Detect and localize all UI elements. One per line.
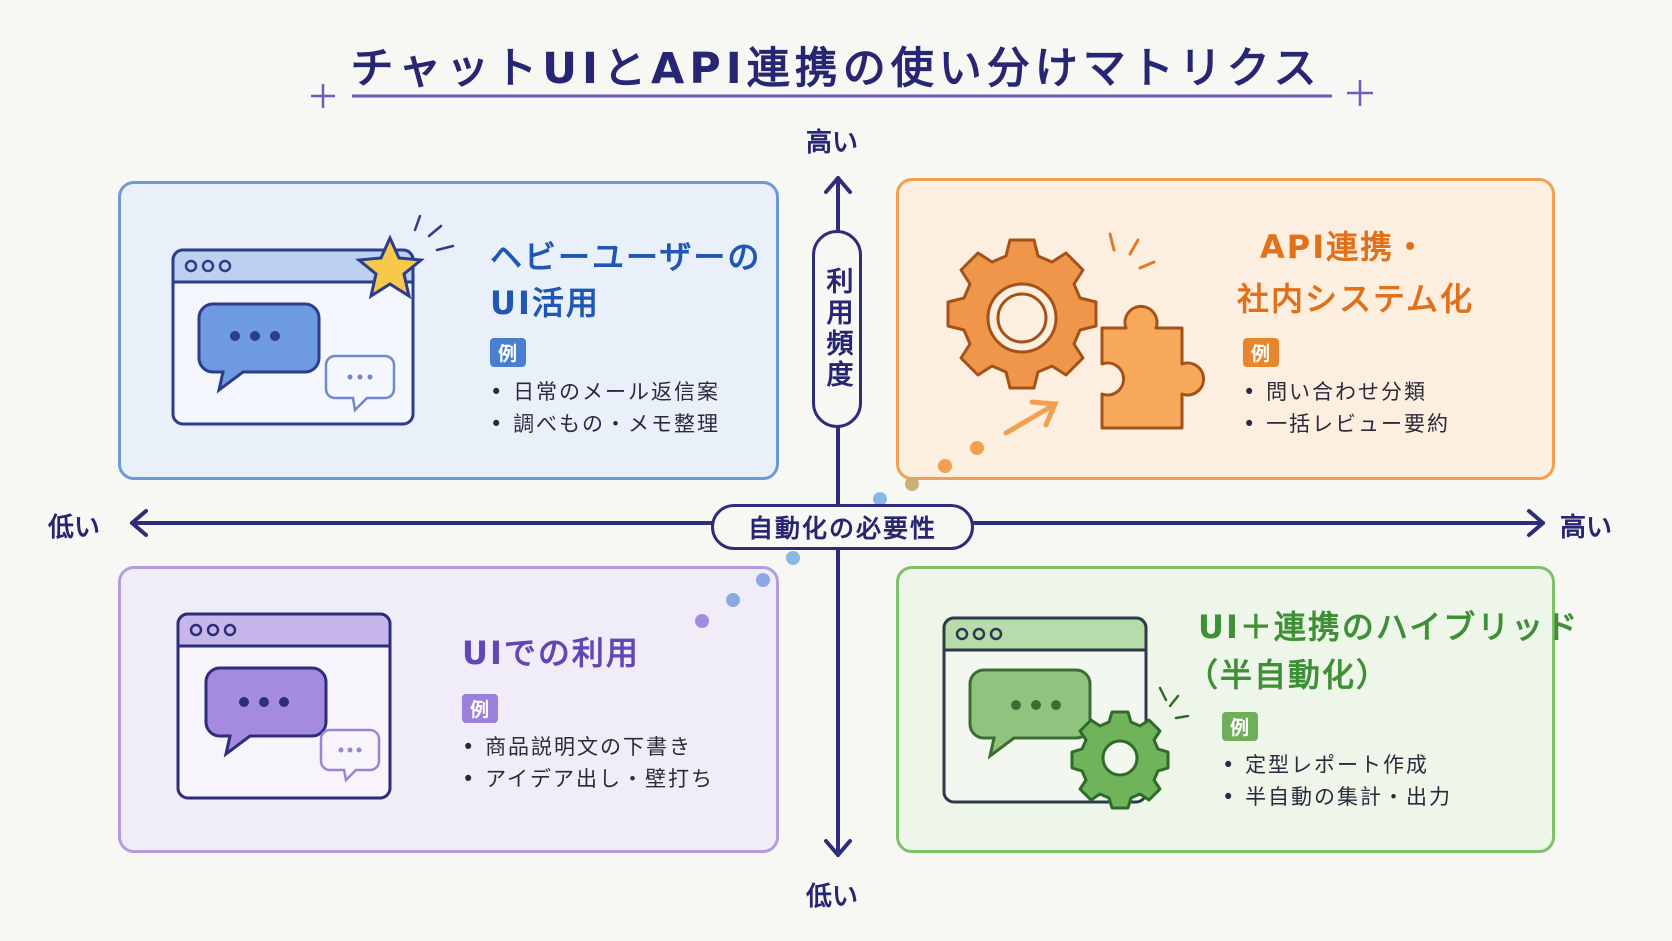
page-title: チャットUIとAPI連携の使い分けマトリクス <box>350 44 1322 94</box>
arrow-up-icon <box>824 176 852 194</box>
chat-window-icon <box>176 612 392 800</box>
chat-window-gear-icon <box>942 616 1190 810</box>
arrow-left-icon <box>130 509 148 537</box>
list-item: 問い合わせ分類 <box>1243 376 1450 408</box>
horizontal-axis-low-label: 低い <box>48 513 101 543</box>
quadrant-bottom-left-examples: 商品説明文の下書き アイデア出し・壁打ち <box>462 731 714 795</box>
quadrant-bottom-right-title-line1: UI＋連携のハイブリッド <box>1198 608 1580 646</box>
vertical-axis-title-text: 利用頻度 <box>821 267 853 391</box>
vertical-axis-low-label: 低い <box>806 882 859 912</box>
list-item: 日常のメール返信案 <box>490 376 720 408</box>
example-badge: 例 <box>1222 712 1259 741</box>
arrow-down-icon <box>824 839 852 857</box>
quadrant-top-left-title-line1: ヘビーユーザーの <box>490 238 762 276</box>
list-item: 調べもの・メモ整理 <box>490 408 720 440</box>
quadrant-top-left-title-line2: UI活用 <box>490 284 600 322</box>
horizontal-axis-title: 自動化の必要性 <box>711 504 974 550</box>
example-badge: 例 <box>462 694 499 723</box>
list-item: 定型レポート作成 <box>1222 749 1452 781</box>
puzzle-icon <box>1100 305 1205 430</box>
vertical-axis-high-label: 高い <box>806 128 859 158</box>
quadrant-top-right-title-line1: API連携・ <box>1260 228 1429 266</box>
quadrant-bottom-right-examples: 定型レポート作成 半自動の集計・出力 <box>1222 749 1452 813</box>
quadrant-bottom-right-title-line2: （半自動化） <box>1186 656 1391 694</box>
quadrant-top-left-examples: 日常のメール返信案 調べもの・メモ整理 <box>490 376 720 440</box>
chat-window-star-icon <box>171 214 455 426</box>
gear-icon <box>946 238 1098 390</box>
example-badge: 例 <box>490 338 527 367</box>
list-item: 一括レビュー要約 <box>1243 408 1450 440</box>
list-item: 商品説明文の下書き <box>462 731 714 763</box>
arrow-right-icon <box>1527 509 1545 537</box>
gear-icon <box>1070 710 1170 810</box>
list-item: 半自動の集計・出力 <box>1222 781 1452 813</box>
quadrant-bottom-left-title: UIでの利用 <box>462 634 640 672</box>
horizontal-axis-high-label: 高い <box>1560 513 1613 543</box>
vertical-axis-title: 利用頻度 <box>812 230 862 428</box>
gear-puzzle-icon <box>946 232 1205 430</box>
star-icon <box>355 234 425 300</box>
quadrant-top-right-examples: 問い合わせ分類 一括レビュー要約 <box>1243 376 1450 440</box>
list-item: アイデア出し・壁打ち <box>462 763 714 795</box>
example-badge: 例 <box>1243 338 1280 367</box>
quadrant-top-right-title-line2: 社内システム化 <box>1237 280 1475 318</box>
